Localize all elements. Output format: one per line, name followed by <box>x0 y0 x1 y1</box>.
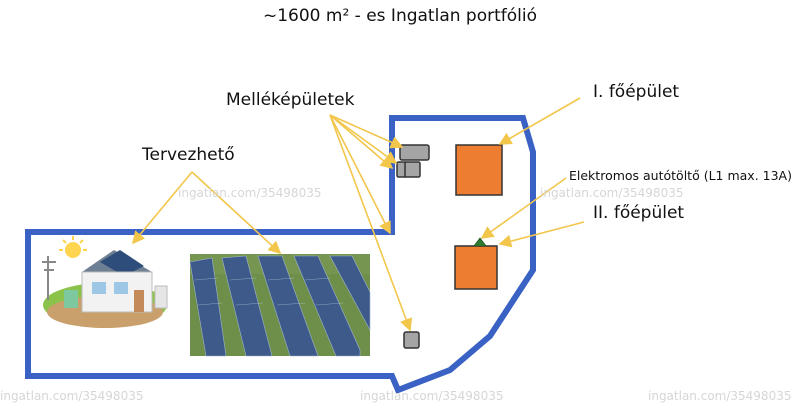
arrow-foepulet-2 <box>498 221 585 248</box>
solar-house-illustration <box>42 236 168 328</box>
watermark: ingatlan.com/35498035 <box>360 389 504 403</box>
arrow-tervezheto-house <box>131 171 193 245</box>
label-elektromos: Elektromos autótöltő (L1 max. 13A) <box>569 168 792 183</box>
label-foepulet-2: II. főépület <box>593 203 685 223</box>
arrow-mellek-2 <box>329 114 398 164</box>
watermark: ingatlan.com/35498035 <box>648 389 792 403</box>
arrow-mellek-1 <box>329 114 404 149</box>
arrow-mellek-5 <box>329 114 391 235</box>
page-title: ~1600 m² - es Ingatlan portfólió <box>262 6 537 26</box>
arrow-elektromos <box>480 177 567 239</box>
arrow-mellek-4 <box>329 114 413 332</box>
label-tervezheto: Tervezhető <box>142 145 235 165</box>
outbuilding-4 <box>403 331 420 349</box>
label-foepulet-1: I. főépület <box>593 82 680 102</box>
main-building-2 <box>454 245 498 290</box>
arrow-mellek-3 <box>329 114 394 170</box>
property-boundary <box>25 115 536 394</box>
arrow-tervezheto-field <box>191 171 282 255</box>
arrow-foepulet-1 <box>498 97 581 145</box>
ev-charger-marker <box>473 237 487 247</box>
watermark: ingatlan.com/35498035 <box>0 389 144 403</box>
outbuilding-1 <box>399 144 430 161</box>
outbuilding-3 <box>404 161 421 178</box>
main-building-1 <box>455 144 503 196</box>
watermark: ingatlan.com/35498035 <box>540 186 684 200</box>
solar-panel-field-photo <box>189 254 371 357</box>
label-mellekepuletek: Melléképületek <box>226 90 355 110</box>
watermark: ingatlan.com/35498035 <box>178 186 322 200</box>
